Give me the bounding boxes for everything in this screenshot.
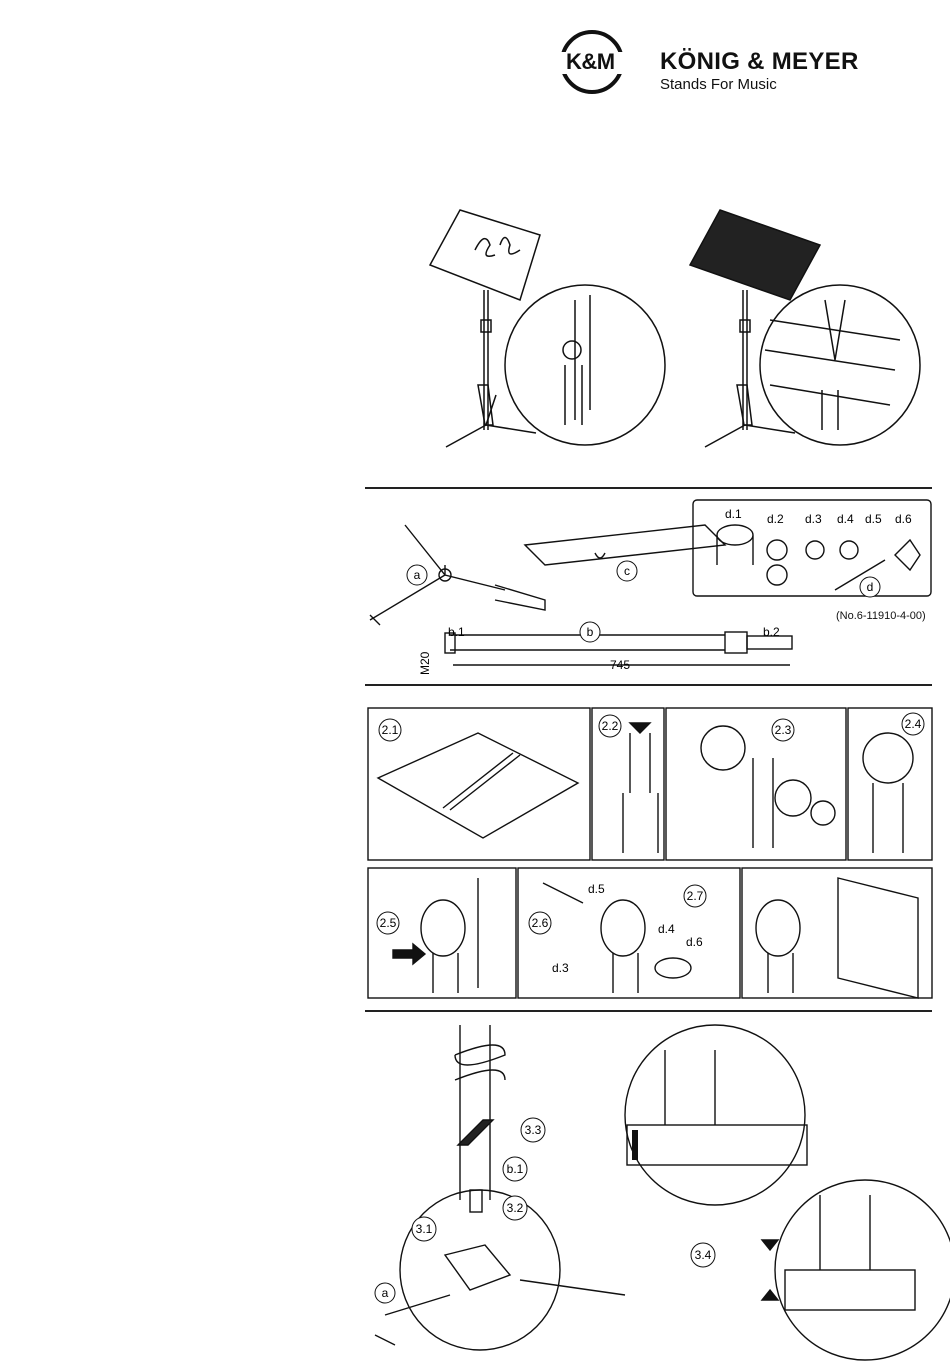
logo-mark: K&M [566, 49, 646, 75]
brand-tagline: Stands For Music [660, 76, 777, 93]
callout-d4-step: d.4 [658, 922, 675, 936]
divider-2 [365, 684, 932, 686]
step-3-1: 3.1 [416, 1222, 433, 1236]
assembly-steps-row-2: 2.5 2.6 2.7 d.5 d.3 d.4 d.6 [368, 868, 932, 998]
divider-3 [365, 1010, 932, 1012]
step-2-1: 2.1 [382, 723, 399, 737]
callout-d6-step: d.6 [686, 935, 703, 949]
divider-1 [365, 487, 932, 489]
dimension-thread: M20 [418, 651, 432, 675]
callout-a-base: a [382, 1286, 389, 1300]
callout-b2: b.2 [763, 625, 780, 639]
callout-a: a [414, 568, 421, 582]
callout-d5: d.5 [865, 512, 882, 526]
callout-b1-step: b.1 [507, 1162, 524, 1176]
callout-d6: d.6 [895, 512, 912, 526]
step-2-2: 2.2 [602, 719, 619, 733]
step-callouts-row-2: 2.5 2.6 2.7 d.5 d.3 d.4 d.6 [377, 882, 706, 975]
brand-name: KÖNIG & MEYER [660, 48, 859, 76]
step-callouts-row-1: 2.1 2.2 2.3 2.4 [379, 713, 924, 741]
callout-d: d [867, 580, 874, 594]
dimension-length: 745 [610, 658, 630, 672]
step-2-5: 2.5 [380, 916, 397, 930]
assembly-steps-row-1: 2.1 2.2 2.3 2.4 [368, 708, 932, 860]
brand-logo: K&M KÖNIG & MEYER Stands For Music [560, 30, 940, 100]
callout-b1: b.1 [448, 625, 465, 639]
step-2-7: 2.7 [687, 889, 704, 903]
parts-illustration: a c d b b.1 b.2 d.1 d.2 d.3 d.4 d.5 d.6 … [365, 495, 935, 685]
step-3-2: 3.2 [507, 1201, 524, 1215]
step-2-4: 2.4 [905, 717, 922, 731]
part-number: (No.6-11910-4-00) [836, 610, 926, 622]
step-3-3: 3.3 [525, 1123, 542, 1137]
callout-c: c [624, 564, 630, 578]
callout-d3-step: d.3 [552, 961, 569, 975]
callout-d5-step: d.5 [588, 882, 605, 896]
base-assembly-illustration: 3.3 3.1 3.2 b.1 3.4 a [365, 1025, 945, 1370]
step-2-3: 2.3 [775, 723, 792, 737]
step-3-4: 3.4 [695, 1248, 712, 1262]
callout-b: b [587, 625, 594, 639]
callout-d1: d.1 [725, 507, 742, 521]
callout-d3: d.3 [805, 512, 822, 526]
step-2-6: 2.6 [532, 916, 549, 930]
callout-d2: d.2 [767, 512, 784, 526]
stand-overview-illustration [420, 190, 930, 460]
callout-d4: d.4 [837, 512, 854, 526]
